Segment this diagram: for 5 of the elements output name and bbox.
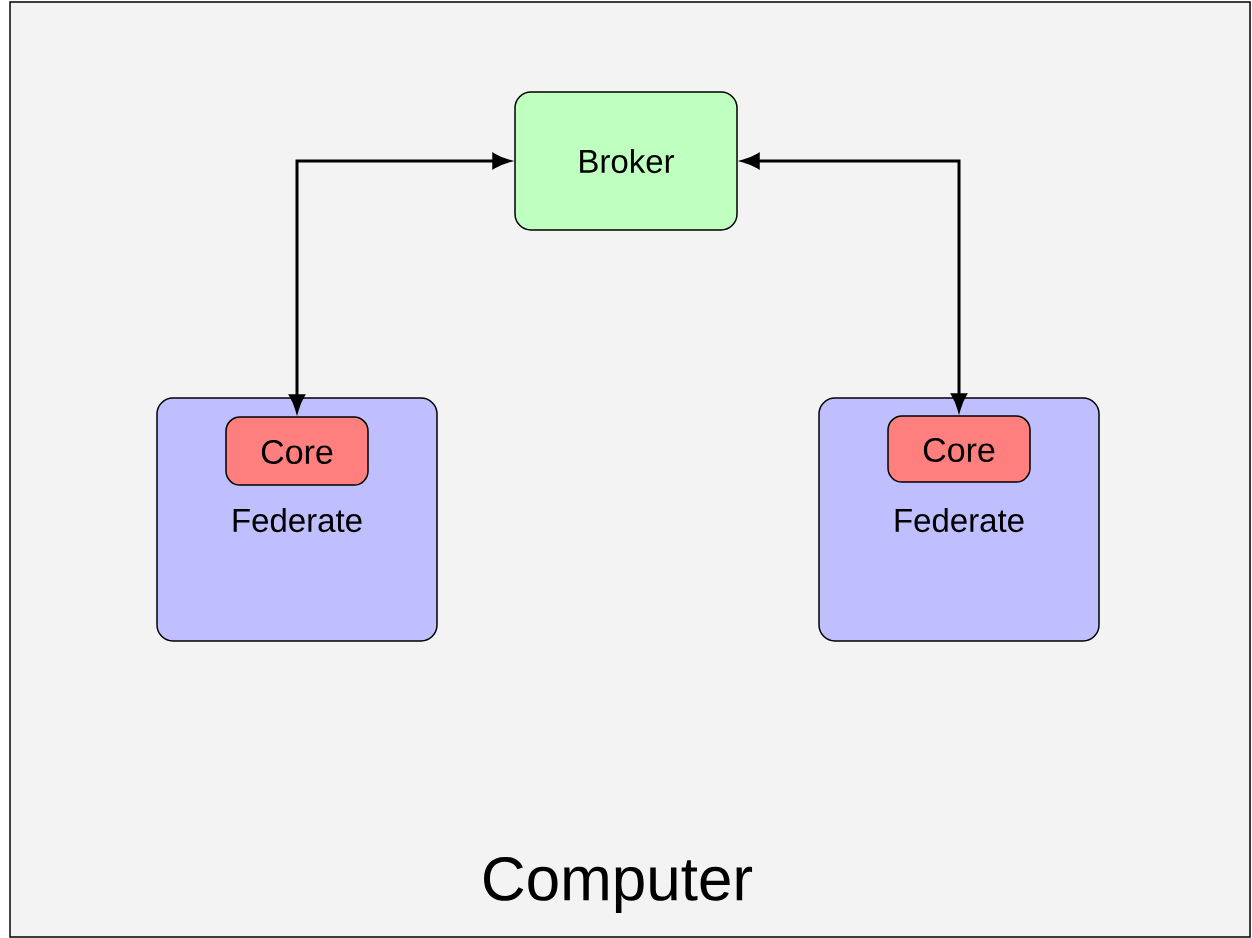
broker-box: Broker bbox=[514, 91, 738, 231]
arrow bbox=[289, 153, 511, 413]
arrow bbox=[741, 153, 967, 412]
core-box: Core bbox=[225, 416, 369, 486]
core-box: Core bbox=[887, 415, 1031, 483]
